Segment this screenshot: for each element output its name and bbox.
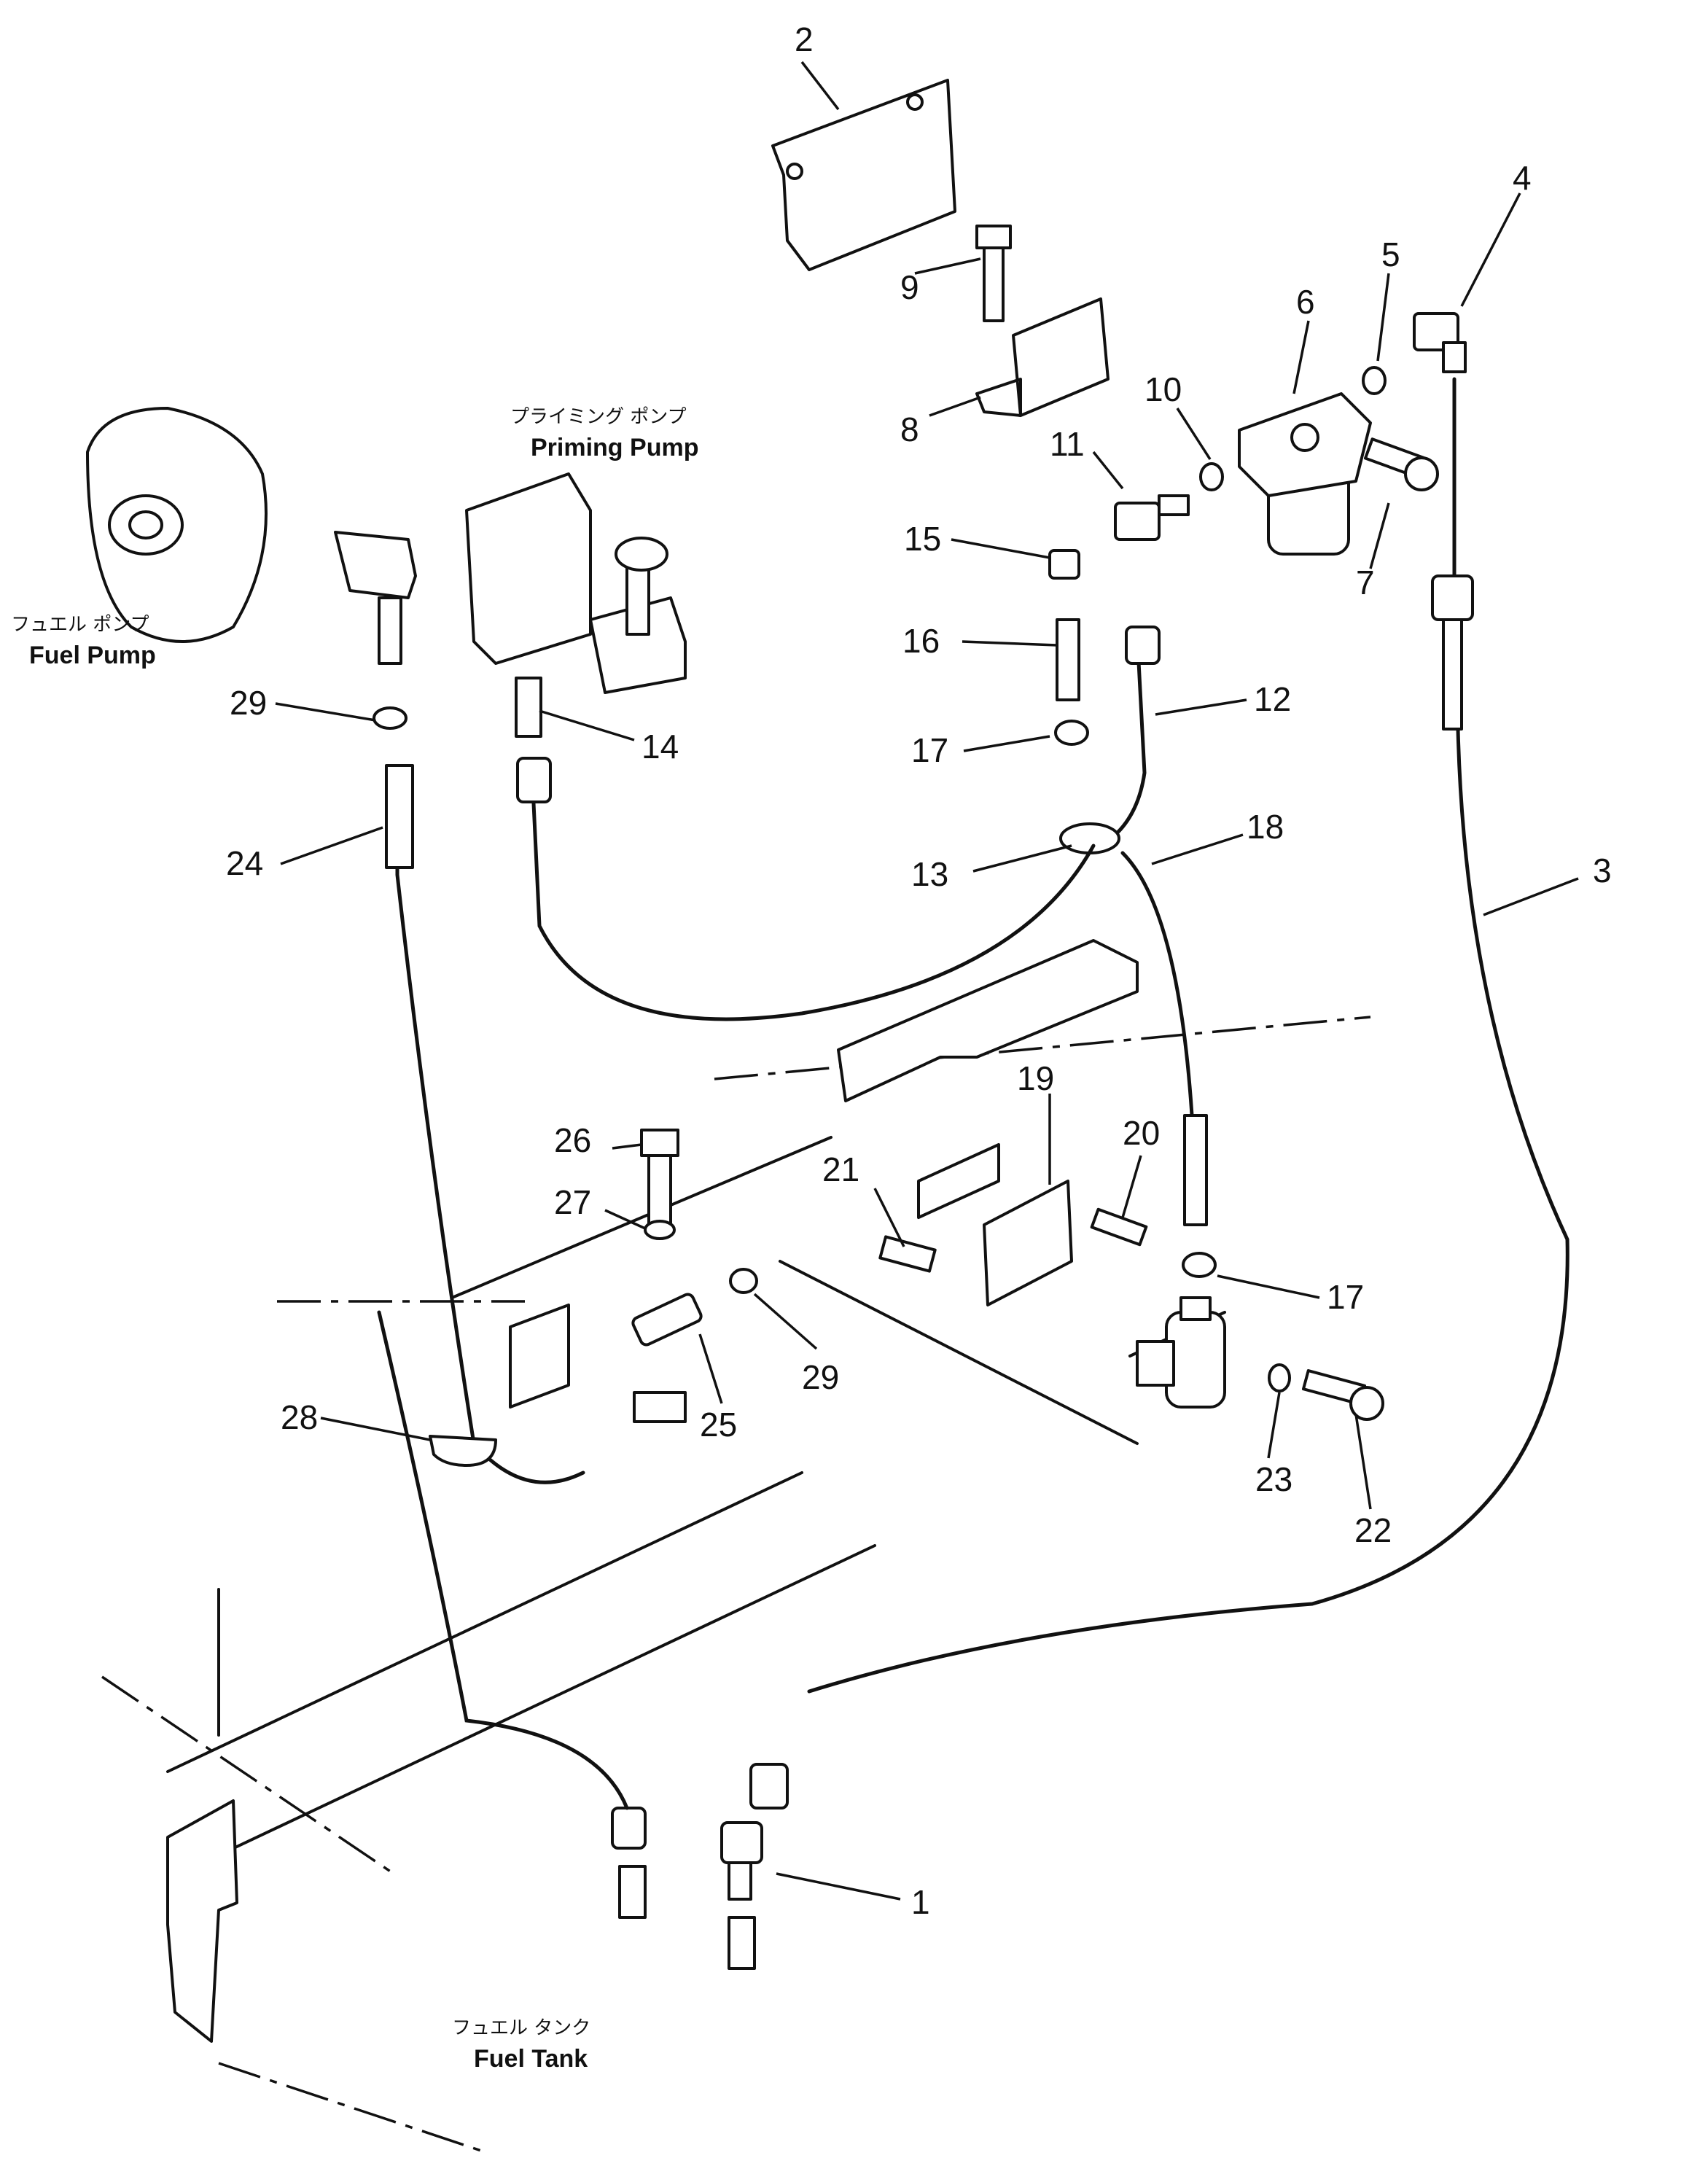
callout-2: 2 bbox=[795, 20, 814, 58]
component-labels: フュエル ポンプ Fuel Pump プライミング ポンプ Priming Pu… bbox=[11, 406, 698, 2073]
fuel-pump-label-ja: フュエル ポンプ bbox=[11, 614, 149, 636]
callout-29a: 29 bbox=[230, 684, 267, 722]
priming-pump-label-en: Priming Pump bbox=[531, 434, 698, 461]
callout-25: 25 bbox=[700, 1406, 737, 1444]
water-separator bbox=[1136, 1296, 1226, 1409]
clamp-28 bbox=[429, 1435, 497, 1467]
clamp-17-upper bbox=[1054, 720, 1089, 746]
callout-16: 16 bbox=[902, 622, 940, 660]
bracket-19 bbox=[983, 1180, 1073, 1306]
mount-platform bbox=[837, 939, 1139, 1102]
clamp-17-lower bbox=[1182, 1252, 1217, 1278]
callout-21: 21 bbox=[822, 1150, 859, 1188]
fitting-16 bbox=[1056, 618, 1080, 701]
callout-23: 23 bbox=[1255, 1460, 1292, 1498]
callout-14: 14 bbox=[642, 728, 679, 765]
callout-6: 6 bbox=[1296, 283, 1315, 321]
fitting-25 bbox=[509, 1293, 703, 1423]
elbow-4 bbox=[1413, 312, 1467, 373]
bolt-20 bbox=[1090, 1207, 1148, 1247]
callout-15: 15 bbox=[904, 520, 941, 558]
callout-13: 13 bbox=[911, 855, 948, 893]
callout-20: 20 bbox=[1123, 1114, 1160, 1152]
washer-23 bbox=[1268, 1363, 1291, 1392]
priming-pump-hose bbox=[530, 771, 1096, 1021]
callout-24: 24 bbox=[226, 844, 263, 882]
callout-8: 8 bbox=[900, 410, 919, 448]
fitting-14 bbox=[515, 677, 542, 738]
fuel-filter-6 bbox=[1238, 392, 1372, 556]
callout-28: 28 bbox=[281, 1398, 318, 1436]
bracket-2 bbox=[771, 79, 956, 271]
callout-3: 3 bbox=[1593, 852, 1612, 889]
priming-pump-label-ja: プライミング ポンプ bbox=[510, 406, 687, 428]
oring-5 bbox=[1362, 366, 1387, 395]
hose-12 bbox=[1099, 632, 1147, 848]
callout-11: 11 bbox=[1050, 425, 1085, 463]
callout-4: 4 bbox=[1513, 159, 1532, 197]
callout-27: 27 bbox=[554, 1183, 591, 1221]
bolt-9 bbox=[983, 239, 1005, 322]
callout-1: 1 bbox=[911, 1883, 930, 1921]
fuel-tank-label-ja: フュエル タンク bbox=[452, 2017, 590, 2039]
callout-29b: 29 bbox=[802, 1358, 839, 1396]
callout-7: 7 bbox=[1356, 564, 1375, 601]
fuel-tank-bracket bbox=[166, 1799, 238, 2043]
bolt-21 bbox=[878, 1235, 937, 1273]
callout-18: 18 bbox=[1247, 808, 1284, 846]
callout-26: 26 bbox=[554, 1121, 591, 1159]
elbow-1 bbox=[720, 1763, 789, 1970]
fuel-tank-label-en: Fuel Tank bbox=[474, 2045, 588, 2073]
connector-11 bbox=[1114, 494, 1190, 541]
callout-19: 19 bbox=[1017, 1059, 1054, 1097]
hole-icon bbox=[906, 93, 924, 111]
callout-9: 9 bbox=[900, 268, 919, 306]
part-callouts: 1 2 3 4 5 6 7 8 9 10 11 12 13 14 15 16 1… bbox=[226, 20, 1612, 1921]
oring-10 bbox=[1199, 462, 1224, 491]
cap-15 bbox=[1048, 549, 1080, 580]
callout-22: 22 bbox=[1354, 1511, 1392, 1549]
clamp-29-upper bbox=[373, 706, 407, 730]
bracket-8 bbox=[975, 297, 1110, 417]
chassis-reference-lines bbox=[101, 1016, 1371, 2152]
callout-17a: 17 bbox=[911, 731, 948, 769]
callout-12: 12 bbox=[1254, 680, 1291, 718]
fuel-pump bbox=[86, 407, 417, 665]
hole-icon bbox=[786, 163, 803, 180]
hose-24 bbox=[395, 800, 585, 1484]
hose-3 bbox=[807, 377, 1569, 1694]
clamp-29-lower bbox=[729, 1268, 758, 1294]
leader-lines bbox=[275, 61, 1579, 1901]
fuel-tank-hose bbox=[377, 1310, 629, 1810]
priming-pump bbox=[465, 472, 687, 694]
callout-10: 10 bbox=[1144, 370, 1182, 408]
washer-27 bbox=[644, 1220, 676, 1240]
fuel-pump-label-en: Fuel Pump bbox=[29, 642, 156, 669]
callout-5: 5 bbox=[1381, 235, 1400, 273]
callout-17b: 17 bbox=[1327, 1278, 1364, 1316]
